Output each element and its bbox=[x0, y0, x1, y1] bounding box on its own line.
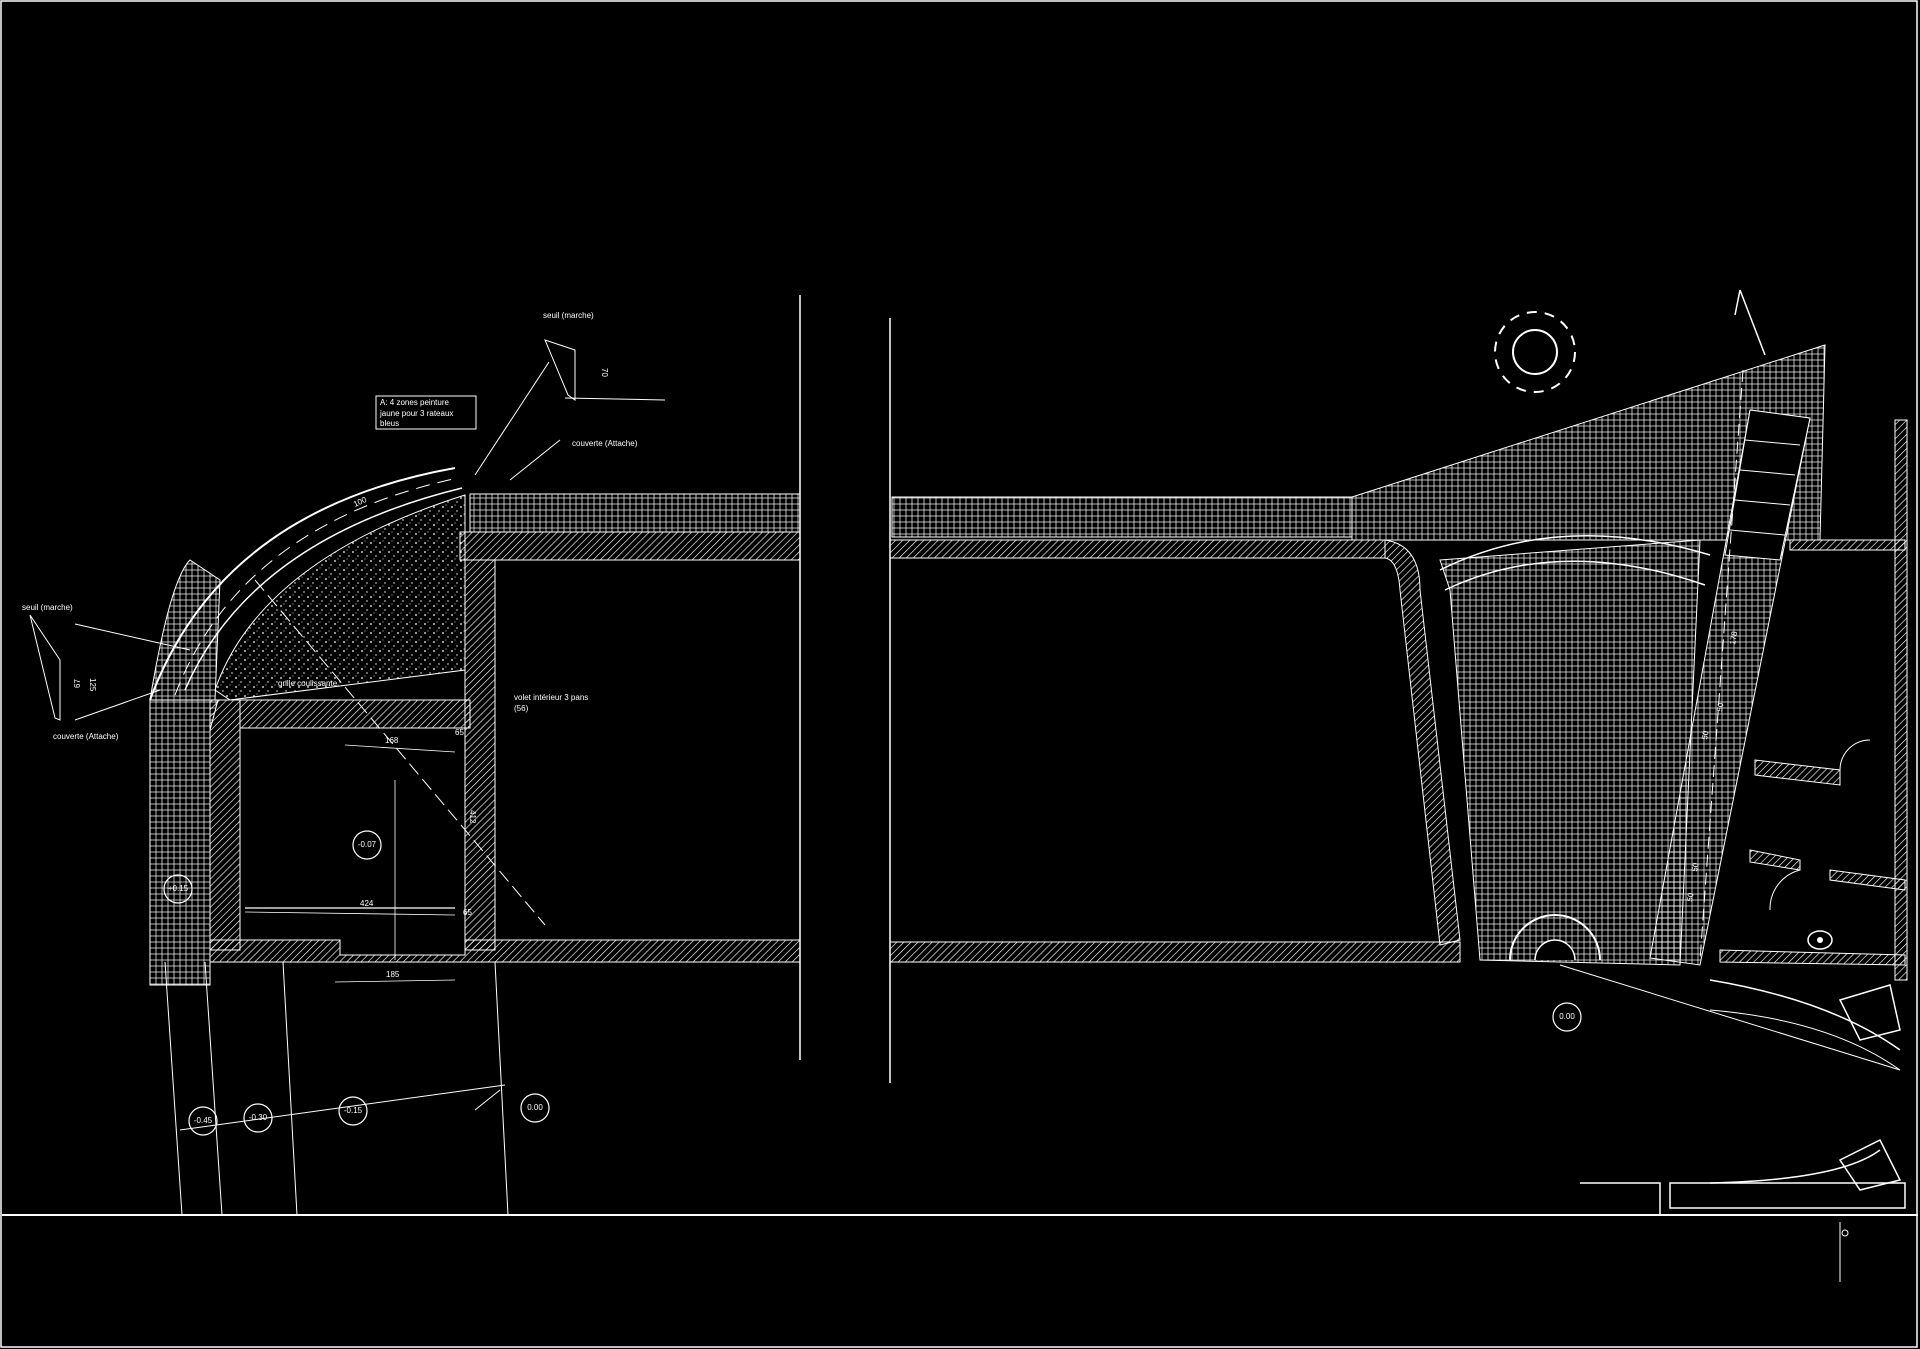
right-building bbox=[889, 289, 1908, 1282]
curved-facade bbox=[149, 467, 456, 701]
label-volet-2: (56) bbox=[514, 704, 529, 713]
label-grille: grille coulissante bbox=[278, 679, 338, 688]
dim-125: 125 bbox=[88, 678, 97, 692]
dim-67: 67 bbox=[73, 679, 82, 688]
level-marker: -0.45 bbox=[188, 1106, 218, 1136]
svg-text:-0.15: -0.15 bbox=[344, 1106, 363, 1115]
label-couverte-left: couverte (Attache) bbox=[53, 732, 119, 741]
right-pavement-strip bbox=[891, 496, 1353, 538]
level-marker: +0.15 bbox=[163, 874, 193, 904]
tree-symbol bbox=[1512, 329, 1558, 375]
level-markers: +0.15 -0.07 -0.45 -0.30 -0.15 0.00 0.00 bbox=[163, 830, 1582, 1136]
note-line-1: A: 4 zones peinture bbox=[380, 398, 449, 407]
svg-text:-0.45: -0.45 bbox=[194, 1116, 213, 1125]
level-marker: 0.00 bbox=[520, 1093, 550, 1123]
dimensions: 168 424 185 412 65 65 70 67 125 100 178 … bbox=[73, 368, 1739, 979]
svg-text:0.00: 0.00 bbox=[1559, 1012, 1575, 1021]
top-pavement-strip bbox=[469, 493, 801, 533]
label-seuil-top: seuil (marche) bbox=[543, 311, 594, 320]
label-seuil-left: seuil (marche) bbox=[22, 603, 73, 612]
dim-185: 185 bbox=[386, 970, 400, 979]
level-marker: -0.07 bbox=[352, 830, 382, 860]
dim-168: 168 bbox=[385, 736, 399, 745]
dim-50-d: 50 bbox=[1685, 891, 1696, 902]
svg-text:-0.07: -0.07 bbox=[358, 840, 377, 849]
label-couverte-top: couverte (Attache) bbox=[572, 439, 638, 448]
annotations: seuil (marche) couverte (Attache) seuil … bbox=[22, 311, 638, 741]
niche-semicircle bbox=[1509, 914, 1601, 961]
dim-70: 70 bbox=[600, 368, 609, 377]
level-marker: 0.00 bbox=[1552, 1002, 1582, 1032]
label-volet-1: volet intérieur 3 pans bbox=[514, 693, 588, 702]
svg-text:-0.30: -0.30 bbox=[249, 1113, 268, 1122]
note-box bbox=[375, 395, 477, 430]
dim-100: 100 bbox=[352, 495, 368, 509]
note-line-3: bleus bbox=[380, 419, 399, 428]
dim-412: 412 bbox=[468, 810, 477, 824]
note-line-2: jaune pour 3 rateaux bbox=[379, 409, 453, 418]
dim-50-c: 50 bbox=[1690, 861, 1701, 872]
left-building bbox=[29, 295, 891, 1216]
north-arrow bbox=[1734, 289, 1766, 356]
level-marker: -0.30 bbox=[243, 1103, 273, 1133]
left-pavement-grid bbox=[149, 699, 219, 986]
dim-424: 424 bbox=[360, 899, 374, 908]
svg-text:0.00: 0.00 bbox=[527, 1103, 543, 1112]
dim-50-b: 50 bbox=[1700, 729, 1711, 740]
dim-50-a: 50 bbox=[1715, 701, 1726, 712]
level-marker: -0.15 bbox=[338, 1096, 368, 1126]
dim-65b: 65 bbox=[463, 908, 472, 917]
svg-text:+0.15: +0.15 bbox=[168, 884, 189, 893]
courtyard-grid bbox=[1439, 539, 1701, 966]
entry-dotted-floor bbox=[214, 494, 466, 701]
dim-65: 65 bbox=[455, 728, 464, 737]
toilet-fixture bbox=[1807, 930, 1833, 950]
dim-178: 178 bbox=[1728, 630, 1739, 645]
